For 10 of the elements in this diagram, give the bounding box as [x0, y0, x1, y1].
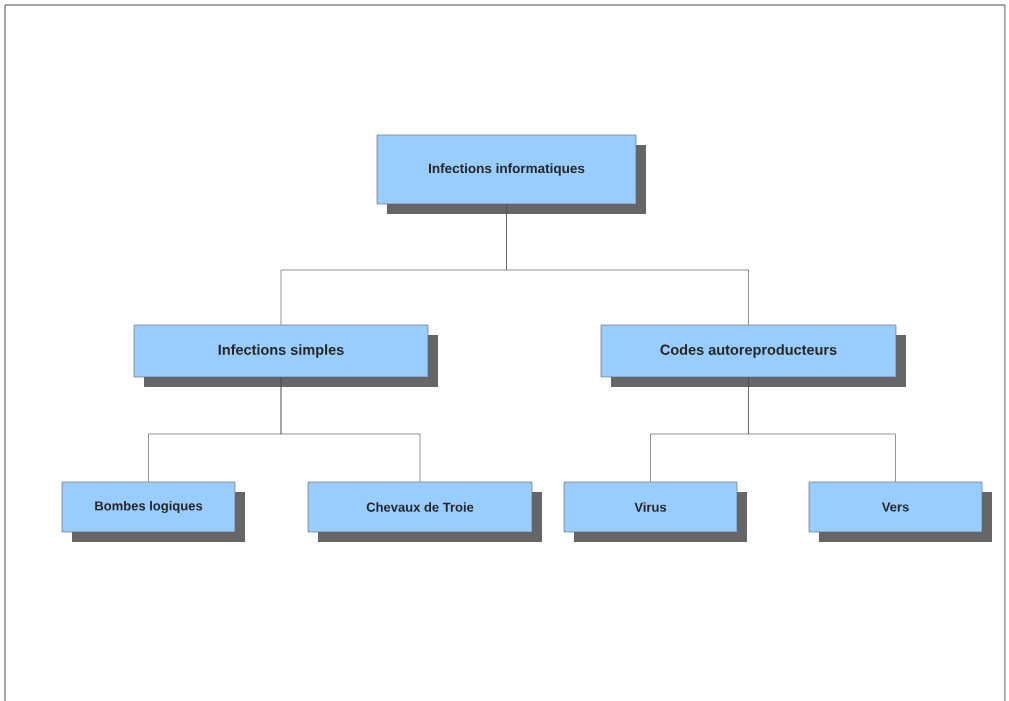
category-box: Virus [563, 481, 747, 542]
category-box: Vers [808, 481, 992, 542]
connector-line [280, 377, 421, 482]
category-box: Codes autoreproducteurs [600, 324, 906, 387]
category-box: Chevaux de Troie [307, 481, 542, 542]
connector-line [748, 377, 896, 482]
category-box: Bombes logiques [61, 481, 245, 542]
connector-line [506, 204, 749, 325]
category-box: Infections simples [133, 324, 438, 387]
category-box: Infections informatiques [376, 134, 646, 214]
